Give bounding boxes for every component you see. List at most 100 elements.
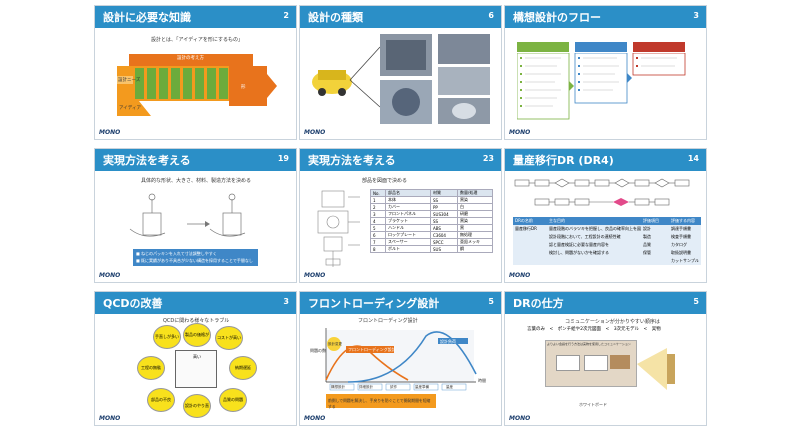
table-row: 設計段階において、工程設計の連続性確製造検査手順書 bbox=[513, 233, 701, 241]
slide-header: フロントローディング設計 5 bbox=[300, 292, 501, 314]
x-axis-label: 時間 bbox=[478, 378, 486, 383]
slide-header: 設計の種類 6 bbox=[300, 6, 501, 28]
trouble-bubble: 設計のやり直し bbox=[183, 394, 211, 418]
dr-flowchart bbox=[514, 178, 690, 206]
slide-title: 設計に必要な知識 bbox=[103, 11, 191, 24]
company-logo: MONO bbox=[509, 415, 531, 422]
band-label: フロントローディング設計 bbox=[348, 347, 396, 352]
slide-title: 設計の種類 bbox=[308, 11, 363, 24]
diagram-top-label: 設計の考え方 bbox=[177, 56, 204, 61]
slide-card[interactable]: 設計に必要な知識 2 設計とは、「アイディアを形にするもの」 設計の考え方 設計… bbox=[94, 5, 297, 140]
slide-header: 構想設計のフロー 3 bbox=[505, 6, 706, 28]
trouble-bubble: 部品の不良 bbox=[147, 388, 175, 412]
slide-card[interactable]: フロントローディング設計 5 フロントローディング設計 問題の数 時間 フロント… bbox=[299, 291, 502, 426]
diagram-idea-label: アイディア bbox=[119, 106, 141, 111]
trouble-bubble: コストが高い bbox=[215, 326, 243, 350]
table-header: 部品名 bbox=[385, 189, 431, 197]
slide-number: 3 bbox=[283, 297, 289, 306]
table-row: 量産移行DR量産段階のバラツキを把握し、良品の確率向上を図るために量産設計をもと… bbox=[513, 225, 701, 233]
company-logo: MONO bbox=[99, 129, 121, 136]
slide-header: 実現方法を考える 23 bbox=[300, 149, 501, 171]
peak-label: 設計変更 bbox=[328, 342, 342, 346]
phase-label: 量産準備 bbox=[415, 385, 429, 389]
center-sketch bbox=[175, 350, 217, 388]
assembly-drawing bbox=[317, 190, 360, 267]
slide-caption: 具体的な形状、大きさ、材料、製造方法を決める bbox=[141, 178, 252, 184]
trouble-bubble: 手直しが多い bbox=[153, 325, 181, 349]
slide-card[interactable]: 実現方法を考える 23 部品を図面で決める No. 部品名 材質 数量/処理 1… bbox=[299, 148, 502, 283]
flow-columns bbox=[517, 53, 686, 120]
slide-header: DRの仕方 5 bbox=[505, 292, 706, 314]
phase-label: 試作 bbox=[390, 385, 397, 389]
flow-step: 3. 設計の条件を決定する bbox=[633, 42, 685, 58]
table-row: 検討し、問題がないかを確認する保管取扱説明書 bbox=[513, 249, 701, 257]
slide-title: 構想設計のフロー bbox=[513, 11, 601, 24]
knowledge-diagram bbox=[117, 54, 277, 116]
slide-number: 3 bbox=[693, 11, 699, 20]
slide-caption: コミュニケーションが分かりやすい順序は bbox=[565, 319, 660, 325]
phase-label: 詳細設計 bbox=[359, 385, 373, 389]
slide-number: 23 bbox=[482, 154, 494, 163]
slide-title: DRの仕方 bbox=[513, 297, 564, 310]
slide-card[interactable]: 量産移行DR (DR4) 14 DRの名前 主な目的 評価項目 評価する内容 量… bbox=[504, 148, 707, 283]
notes-box: ■ ねじのパッキンを入れて寸法調整しやすく ■ 既に実績があり不具合が少ない構造… bbox=[133, 249, 258, 266]
chart-note: 前倒しで問題を解決し、手戻りを防ぐことで開発期間を短縮する bbox=[328, 398, 431, 409]
diagram-left-label: 設計ニーズ bbox=[118, 78, 141, 83]
slide-number: 19 bbox=[277, 154, 289, 163]
slide-caption: 設計とは、「アイディアを形にするもの」 bbox=[151, 37, 243, 43]
slide-title: 量産移行DR (DR4) bbox=[513, 154, 614, 167]
slide-header: 実現方法を考える 19 bbox=[95, 149, 296, 171]
phase-label: 構想設計 bbox=[331, 385, 345, 389]
note-line: ■ 既に実績があり不具合が少ない構造を採用することで手間なし bbox=[136, 258, 253, 263]
trouble-bubble: 製品の価格が高い bbox=[183, 323, 211, 359]
table-header: DRの名前 bbox=[515, 218, 533, 223]
company-logo: MONO bbox=[304, 129, 326, 136]
front-loading-chart bbox=[325, 328, 477, 408]
slide-number: 14 bbox=[687, 154, 699, 163]
slide-header: QCDの改善 3 bbox=[95, 292, 296, 314]
slide-title: 実現方法を考える bbox=[103, 154, 191, 167]
table-row: 認と量産検証に必要な量産内容を品質カタログ bbox=[513, 241, 701, 249]
company-logo: MONO bbox=[509, 129, 531, 136]
y-axis-label: 問題の数 bbox=[310, 348, 326, 353]
flow-step: 2. 実現方法を考える bbox=[575, 42, 627, 58]
mechanism-sketch bbox=[129, 193, 246, 237]
design-types-illustration bbox=[312, 34, 490, 124]
company-logo: MONO bbox=[304, 272, 326, 279]
slide-card[interactable]: 実現方法を考える 19 具体的な形状、大きさ、材料、製造方法を決める ■ ねじの… bbox=[94, 148, 297, 283]
slide-header: 設計に必要な知識 2 bbox=[95, 6, 296, 28]
table-header: 評価項目 bbox=[643, 218, 659, 223]
table-header: 評価する内容 bbox=[671, 218, 695, 223]
phase-label: 量産 bbox=[446, 385, 453, 389]
company-logo: MONO bbox=[99, 272, 121, 279]
trouble-bubble: 品質の問題 bbox=[219, 388, 247, 412]
table-row: カットサンプル bbox=[513, 257, 701, 265]
slide-card[interactable]: QCDの改善 3 QCDに関わる様々なトラブル 手直しが多い 製品の価格が高い … bbox=[94, 291, 297, 426]
table-header: 主な目的 bbox=[549, 218, 565, 223]
slide-caption: フロントローディング設計 bbox=[358, 318, 418, 324]
slide-card[interactable]: 構想設計のフロー 3 1. 要求仕様を確認する 2. 実現方法を考える 3. 設… bbox=[504, 5, 707, 140]
slide-header: 量産移行DR (DR4) 14 bbox=[505, 149, 706, 171]
whiteboard-label: ホワイトボード bbox=[579, 402, 607, 407]
company-logo: MONO bbox=[509, 272, 531, 279]
slide-title: フロントローディング設計 bbox=[308, 297, 440, 310]
table-header: 材質 bbox=[430, 189, 458, 197]
trouble-bubble: 納期遅延 bbox=[229, 356, 257, 380]
diagram-output-label: 形 bbox=[241, 85, 246, 90]
communication-ranking: 言葉のみ < ポンチ絵や2次元図面 < 3次元モデル < 実物 bbox=[527, 327, 661, 332]
slide-card[interactable]: DRの仕方 5 コミュニケーションが分かりやすい順序は 言葉のみ < ポンチ絵や… bbox=[504, 291, 707, 426]
load-label: 設計負荷 bbox=[440, 339, 456, 344]
slide-number: 5 bbox=[488, 297, 494, 306]
slide-title: QCDの改善 bbox=[103, 297, 163, 310]
table-header: 数量/処理 bbox=[457, 189, 493, 197]
table-header: No. bbox=[370, 189, 386, 197]
flow-step: 1. 要求仕様を確認する bbox=[517, 42, 569, 58]
slide-card[interactable]: 設計の種類 6 MONO bbox=[299, 5, 502, 140]
